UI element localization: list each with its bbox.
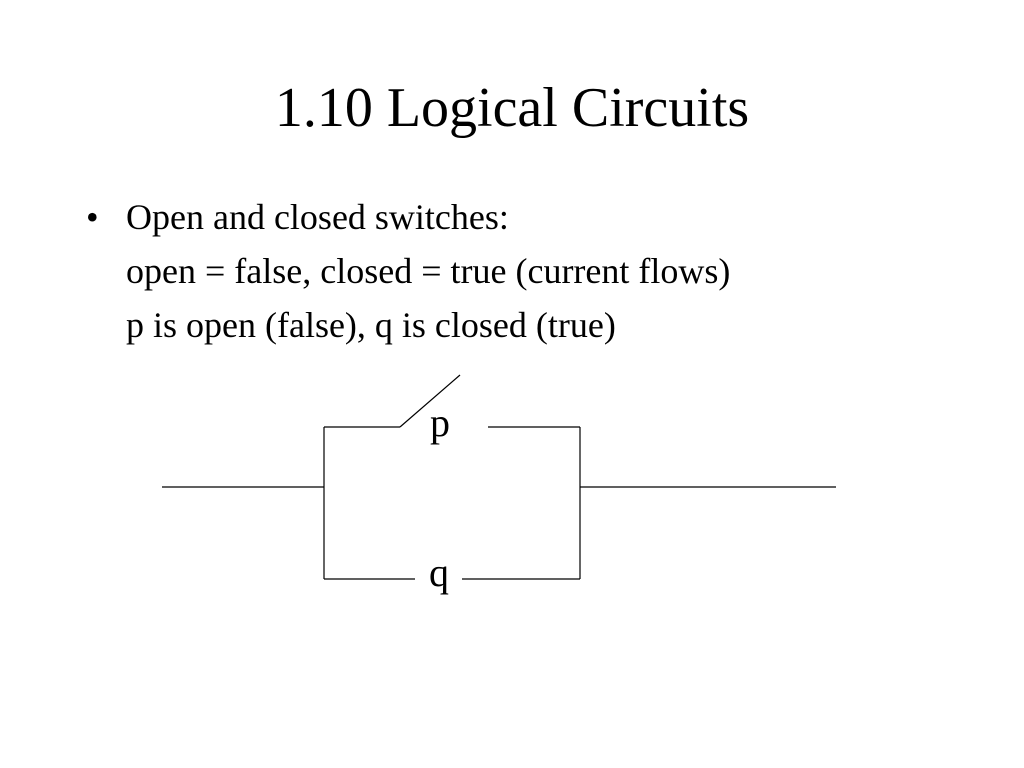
switch-q-label: q bbox=[429, 550, 449, 595]
bullet-line-2: open = false, closed = true (current flo… bbox=[126, 251, 731, 291]
bullet-item: • Open and closed switches: open = false… bbox=[86, 190, 966, 352]
bullet-list: • Open and closed switches: open = false… bbox=[86, 190, 966, 352]
bullet-text: Open and closed switches: open = false, … bbox=[126, 190, 730, 352]
bullet-line-3: p is open (false), q is closed (true) bbox=[126, 305, 616, 345]
bullet-line-1: Open and closed switches: bbox=[126, 197, 509, 237]
switch-p-label: p bbox=[430, 400, 450, 445]
slide-title: 1.10 Logical Circuits bbox=[274, 77, 750, 139]
switch-p-open-blade bbox=[399, 374, 461, 428]
bullet-marker: • bbox=[86, 197, 99, 237]
